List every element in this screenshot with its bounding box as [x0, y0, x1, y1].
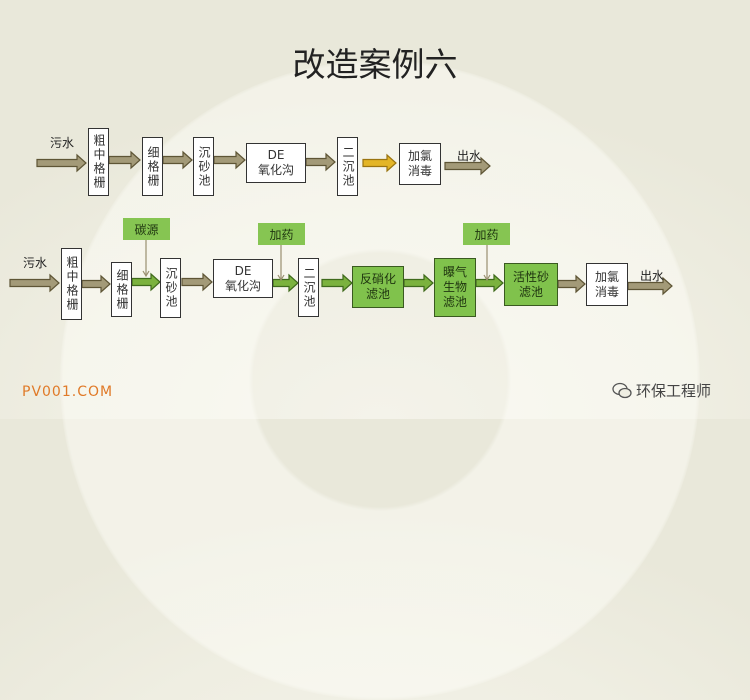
row2-flow-arrow-2	[131, 272, 161, 292]
slide-title: 改造案例六	[292, 45, 458, 84]
row2-flow-arrow-0	[9, 273, 60, 293]
site-watermark: PV001.COM	[22, 384, 114, 400]
row2-flow-arrow-1	[81, 274, 111, 294]
row2-oxidation-ditch: DE 氧化沟	[213, 259, 273, 298]
row1-flow-arrow-4	[305, 152, 336, 172]
row1-flow-arrow-1	[108, 150, 141, 170]
row2-flow-arrow-5	[321, 273, 353, 293]
row2-grit-chamber: 沉砂池	[160, 258, 181, 318]
addition-pointer-1	[277, 245, 285, 282]
row1-coarse-screen: 粗中格栅	[88, 128, 109, 196]
row2-coarse-screen: 粗中格栅	[61, 248, 82, 320]
row2-fine-screen: 细格栅	[111, 262, 132, 317]
row1-outlet-label: 出水	[457, 149, 482, 163]
wechat-account-name: 环保工程师	[636, 382, 712, 400]
row1-grit-chamber: 沉砂池	[193, 137, 214, 196]
carbon-source-label: 碳源	[123, 218, 170, 240]
row2-chlorination: 加氯 消毒	[586, 263, 628, 306]
wechat-account: 环保工程师	[612, 380, 711, 401]
row1-chlorination: 加氯 消毒	[399, 143, 441, 185]
row2-secondary-clarifier: 二沉池	[298, 258, 319, 317]
row1-fine-screen: 细格栅	[142, 137, 163, 196]
row1-flow-arrow-5	[362, 153, 397, 173]
row2-inlet-label: 污水	[23, 256, 48, 270]
row1-flow-arrow-6	[444, 156, 491, 176]
row2-flow-arrow-6	[403, 273, 434, 293]
addition-pointer-0	[142, 240, 150, 278]
row1-flow-arrow-2	[162, 150, 193, 170]
row2-flow-arrow-8	[557, 274, 586, 294]
row1-flow-arrow-3	[213, 150, 246, 170]
wechat-icon	[612, 382, 632, 398]
addition-pointer-2	[483, 245, 491, 282]
row1-oxidation-ditch: DE 氧化沟	[246, 143, 306, 183]
row2-denitrification-filter: 反硝化 滤池	[352, 266, 404, 308]
row2-outlet-label: 出水	[640, 269, 665, 283]
row2-flow-arrow-9	[627, 276, 673, 296]
dosing-label-1: 加药	[258, 223, 305, 245]
dosing-label-2: 加药	[463, 223, 510, 245]
row2-flow-arrow-3	[181, 272, 213, 292]
row2-flow-arrow-7	[475, 273, 504, 293]
row2-flow-arrow-4	[272, 273, 299, 293]
row2-biological-aerated-filter: 曝气 生物 滤池	[434, 258, 476, 317]
row2-active-sand-filter: 活性砂 滤池	[504, 263, 558, 306]
row1-inlet-label: 污水	[50, 136, 75, 150]
row1-flow-arrow-0	[36, 153, 87, 173]
flow-arrows	[9, 150, 673, 296]
row1-secondary-clarifier: 二沉池	[337, 137, 358, 196]
